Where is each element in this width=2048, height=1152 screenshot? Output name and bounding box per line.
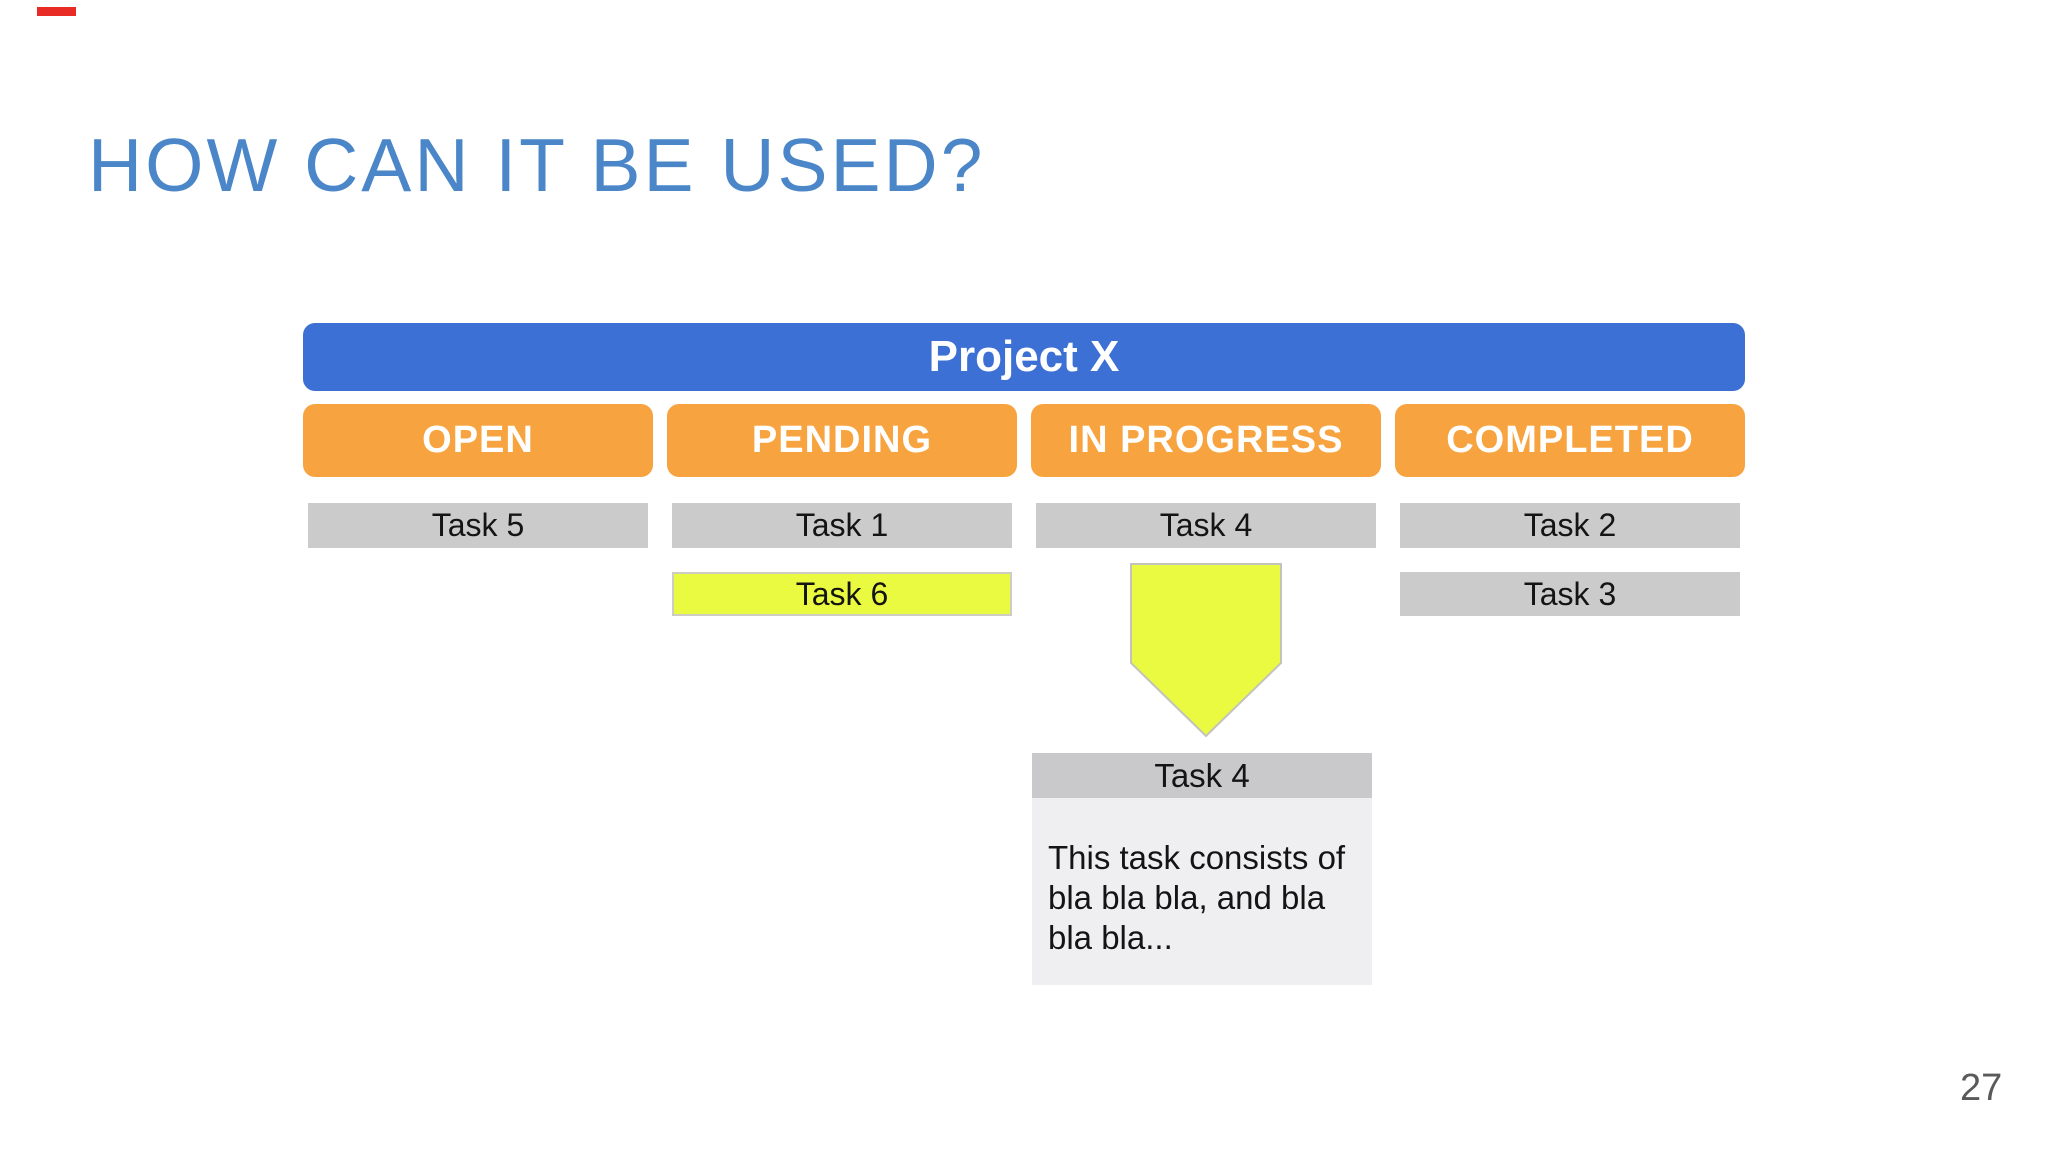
column-header-in-progress: IN PROGRESS: [1031, 404, 1381, 477]
page-number: 27: [1960, 1067, 2003, 1109]
project-banner: Project X: [303, 323, 1745, 391]
task-bar-task4: Task 4: [1036, 503, 1376, 548]
red-mark: [37, 7, 76, 16]
project-banner-label: Project X: [928, 332, 1120, 381]
task-detail-card-header: Task 4: [1032, 753, 1372, 798]
column-header-in-progress-label: IN PROGRESS: [1068, 419, 1344, 461]
task-bar-task6-label: Task 6: [795, 575, 889, 612]
column-header-completed: COMPLETED: [1395, 404, 1745, 477]
task-bar-task3-label: Task 3: [1523, 575, 1617, 612]
task-bar-task5: Task 5: [308, 503, 648, 548]
task-bar-task4-label: Task 4: [1159, 507, 1253, 543]
task-detail-card: Task 4 This task consists of bla bla bla…: [1032, 753, 1372, 985]
task-bar-task3: Task 3: [1400, 572, 1740, 616]
task-bar-task5-label: Task 5: [431, 507, 525, 543]
task-bar-task1: Task 1: [672, 503, 1012, 548]
column-header-pending-label: PENDING: [751, 419, 933, 461]
column-header-pending: PENDING: [667, 404, 1017, 477]
task-bar-task2: Task 2: [1400, 503, 1740, 548]
task-detail-card-body: This task consists of bla bla bla, and b…: [1032, 798, 1372, 985]
task-bar-task1-label: Task 1: [795, 507, 889, 543]
task-bar-task6-highlighted: Task 6: [672, 572, 1012, 616]
down-arrow-icon: [1130, 563, 1282, 738]
task-detail-card-title: Task 4: [1154, 756, 1250, 794]
slide-title: HOW CAN IT BE USED?: [88, 123, 986, 207]
task-bar-task2-label: Task 2: [1523, 507, 1617, 543]
column-header-open: OPEN: [303, 404, 653, 477]
column-header-completed-label: COMPLETED: [1446, 419, 1694, 461]
column-header-open-label: OPEN: [422, 419, 534, 461]
